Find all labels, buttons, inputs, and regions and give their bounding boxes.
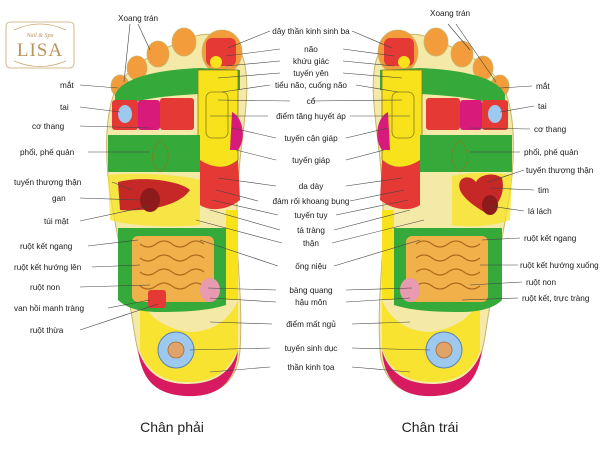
label-right-mat: mắt bbox=[60, 80, 74, 90]
label-da-day: da dày bbox=[299, 182, 324, 191]
label-tieu-nao: tiểu não, cuống não bbox=[275, 80, 347, 90]
label-left-mat: mắt bbox=[536, 81, 550, 91]
center-labels: dây thần kinh sinh ba não khứu giác tuyế… bbox=[272, 27, 350, 372]
label-bang-quang: bàng quang bbox=[289, 286, 333, 295]
label-right-tui-mat: túi mật bbox=[44, 217, 69, 226]
label-right-xoang-tran: Xoang trán bbox=[118, 14, 159, 23]
caption-left-foot: Chân trái bbox=[402, 419, 459, 435]
leader-lines bbox=[79, 23, 535, 373]
label-left-ruot-non: ruột non bbox=[526, 278, 556, 287]
label-left-ruot-ket-ngang: ruột kết ngang bbox=[524, 234, 577, 243]
label-right-gan: gan bbox=[52, 194, 66, 203]
label-left-tuyen-thuong-than: tuyến thượng thận bbox=[526, 166, 594, 175]
label-right-tai: tai bbox=[60, 103, 69, 112]
label-left-phoi: phổi, phế quản bbox=[524, 147, 579, 157]
label-right-ruot-non: ruột non bbox=[30, 283, 60, 292]
label-co: cổ bbox=[307, 96, 316, 106]
label-day-than-kinh: dây thần kinh sinh ba bbox=[272, 27, 350, 36]
label-right-tuyen-thuong-than: tuyến thượng thận bbox=[14, 178, 82, 187]
label-right-co-thang: cơ thang bbox=[32, 122, 65, 131]
label-nao: não bbox=[304, 45, 318, 54]
label-ong-nieu: ống niệu bbox=[295, 262, 327, 271]
label-dam-roi: đám rối khoang bụng bbox=[273, 197, 350, 206]
label-tuyen-yen: tuyến yên bbox=[293, 69, 329, 78]
label-diem-tang-huyet-ap: điểm tăng huyết áp bbox=[276, 111, 346, 121]
right-foot bbox=[106, 27, 248, 397]
label-right-ruot-thua: ruột thừa bbox=[30, 326, 64, 335]
label-left-xoang-tran: Xoang trán bbox=[430, 9, 471, 18]
label-right-ruot-ket-huong-len: ruột kết hướng lên bbox=[14, 263, 82, 272]
label-left-co-thang: cơ thang bbox=[534, 125, 567, 134]
label-left-tim: tim bbox=[538, 186, 549, 195]
label-left-la-lach: lá lách bbox=[528, 207, 552, 216]
left-foot bbox=[372, 27, 514, 397]
label-diem-mat-ngu: điểm mất ngủ bbox=[286, 319, 336, 329]
label-left-ruot-ket-truc-trang: ruột kết, trực tràng bbox=[522, 294, 590, 303]
label-tuyen-tuy: tuyến tụy bbox=[294, 211, 328, 220]
logo-name: LISA bbox=[17, 40, 63, 61]
right-toe-2 bbox=[171, 27, 197, 57]
label-left-tai: tai bbox=[538, 102, 547, 111]
left-foot-labels: Xoang trán mắt tai cơ thang phổi, phế qu… bbox=[430, 9, 599, 303]
label-khuu-giac: khứu giác bbox=[293, 57, 329, 66]
label-than: thận bbox=[303, 239, 319, 248]
label-tuyen-giap: tuyến giáp bbox=[292, 156, 330, 165]
right-heel-rim bbox=[138, 350, 238, 397]
label-right-ruot-ket-ngang: ruột kết ngang bbox=[20, 242, 73, 251]
label-tuyen-sinh-duc: tuyến sinh dục bbox=[285, 344, 338, 353]
label-than-kinh-toa: thần kinh tọa bbox=[288, 363, 335, 372]
label-left-ruot-ket-huong-xuong: ruột kết hướng xuống bbox=[520, 261, 599, 270]
label-right-phoi: phổi, phế quản bbox=[20, 147, 75, 157]
label-tuyen-can-giap: tuyến cận giáp bbox=[284, 134, 338, 143]
label-hau-mon: hậu môn bbox=[295, 298, 327, 307]
logo-tagline: Nail & Spa bbox=[25, 33, 53, 39]
caption-right-foot: Chân phải bbox=[140, 419, 204, 435]
right-foot-labels: Xoang trán mắt tai cơ thang phổi, phế qu… bbox=[14, 14, 159, 335]
label-ta-trang: tá tràng bbox=[297, 226, 325, 235]
label-right-van-hoi: van hồi manh tràng bbox=[14, 304, 85, 313]
right-toe-3 bbox=[146, 40, 170, 68]
logo: Nail & Spa LISA bbox=[5, 21, 75, 69]
